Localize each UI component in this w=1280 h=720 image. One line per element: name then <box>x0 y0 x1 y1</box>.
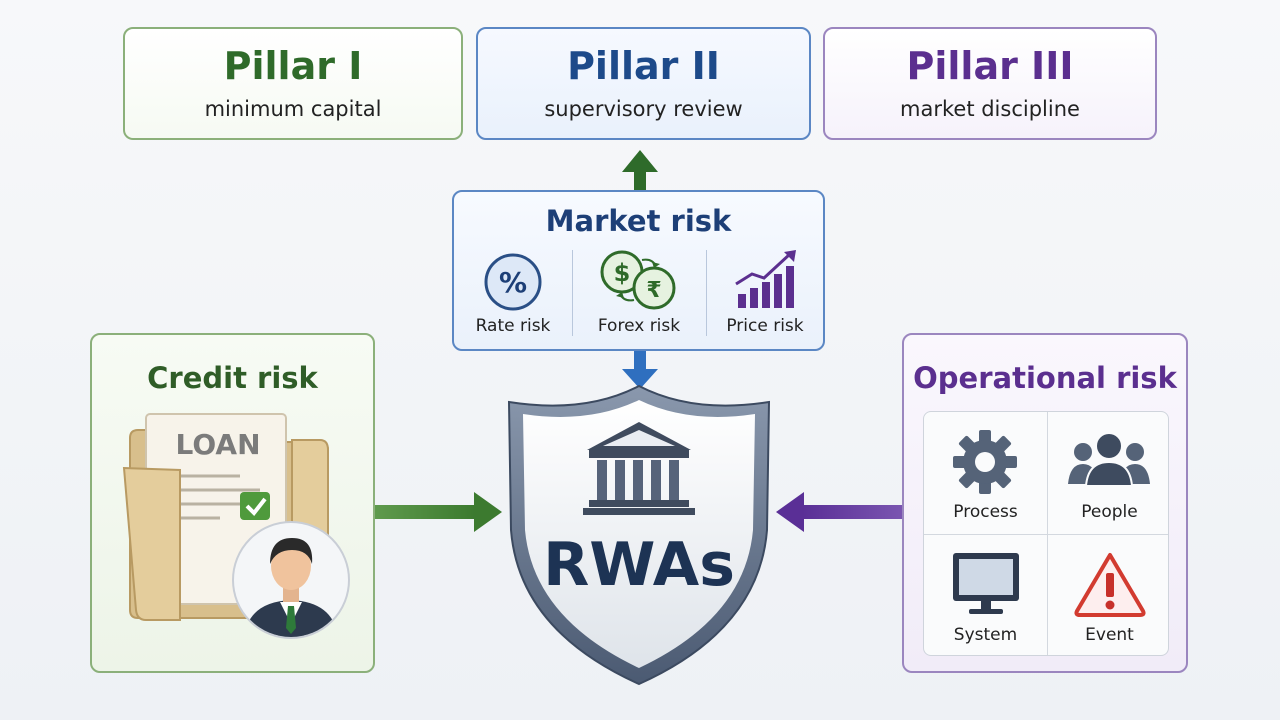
market-risk-box: Market risk % Rate risk $ ₹ Forex risk <box>452 190 825 351</box>
svg-text:₹: ₹ <box>646 278 661 303</box>
operational-item-people: People <box>1048 412 1168 534</box>
percent-icon: % <box>484 253 542 311</box>
gear-icon <box>953 430 1017 494</box>
market-item-price: Price risk <box>706 248 824 340</box>
arrow-up-to-pillar-ii <box>622 150 658 190</box>
rwas-label: RWAs <box>543 530 735 600</box>
pillar-iii-subtitle: market discipline <box>900 96 1080 121</box>
operational-risk-title: Operational risk <box>913 361 1177 395</box>
bank-building-icon <box>583 422 695 515</box>
loan-label: LOAN <box>175 428 261 461</box>
rising-bar-chart-icon <box>735 250 796 308</box>
pillar-iii-title: Pillar III <box>906 43 1074 88</box>
market-divider <box>572 250 573 336</box>
pillar-i-title: Pillar I <box>223 43 363 88</box>
operational-item-process: Process <box>924 412 1047 534</box>
operational-risk-box: Operational risk Process <box>902 333 1188 673</box>
operational-item-event: Event <box>1048 535 1168 655</box>
pillar-i-subtitle: minimum capital <box>204 96 382 121</box>
price-risk-label: Price risk <box>726 316 804 336</box>
pillar-ii-box: Pillar II supervisory review <box>476 27 811 140</box>
pillar-i-box: Pillar I minimum capital <box>123 27 463 140</box>
person-avatar-icon <box>232 521 350 639</box>
people-label: People <box>1081 502 1138 522</box>
pillar-iii-box: Pillar III market discipline <box>823 27 1157 140</box>
system-label: System <box>953 625 1018 645</box>
market-divider <box>706 250 707 336</box>
currency-exchange-icon: $ ₹ <box>600 250 676 310</box>
pillar-ii-title: Pillar II <box>567 43 720 88</box>
market-item-rate: % Rate risk <box>454 248 572 340</box>
rate-risk-label: Rate risk <box>475 316 551 336</box>
credit-risk-title: Credit risk <box>147 361 318 395</box>
shield-icon <box>507 384 771 686</box>
operational-item-system: System <box>924 535 1047 655</box>
event-label: Event <box>1085 625 1134 645</box>
warning-triangle-icon <box>1074 553 1146 617</box>
operational-risk-grid: Process People System <box>923 411 1169 656</box>
process-label: Process <box>953 502 1018 522</box>
computer-monitor-icon <box>953 553 1019 614</box>
arrow-operational-to-rwas <box>776 492 902 532</box>
arrow-market-to-rwas <box>622 351 658 389</box>
market-risk-title: Market risk <box>545 204 732 238</box>
forex-risk-label: Forex risk <box>597 316 681 336</box>
svg-text:$: $ <box>614 259 631 287</box>
grid-divider <box>1047 412 1048 655</box>
svg-text:%: % <box>499 266 527 299</box>
grid-divider <box>924 534 1168 535</box>
arrow-credit-to-rwas <box>375 492 502 532</box>
people-group-icon <box>1068 432 1150 487</box>
market-item-forex: $ ₹ Forex risk <box>580 248 698 340</box>
checkmark-icon <box>240 492 270 520</box>
pillar-ii-subtitle: supervisory review <box>544 96 743 121</box>
